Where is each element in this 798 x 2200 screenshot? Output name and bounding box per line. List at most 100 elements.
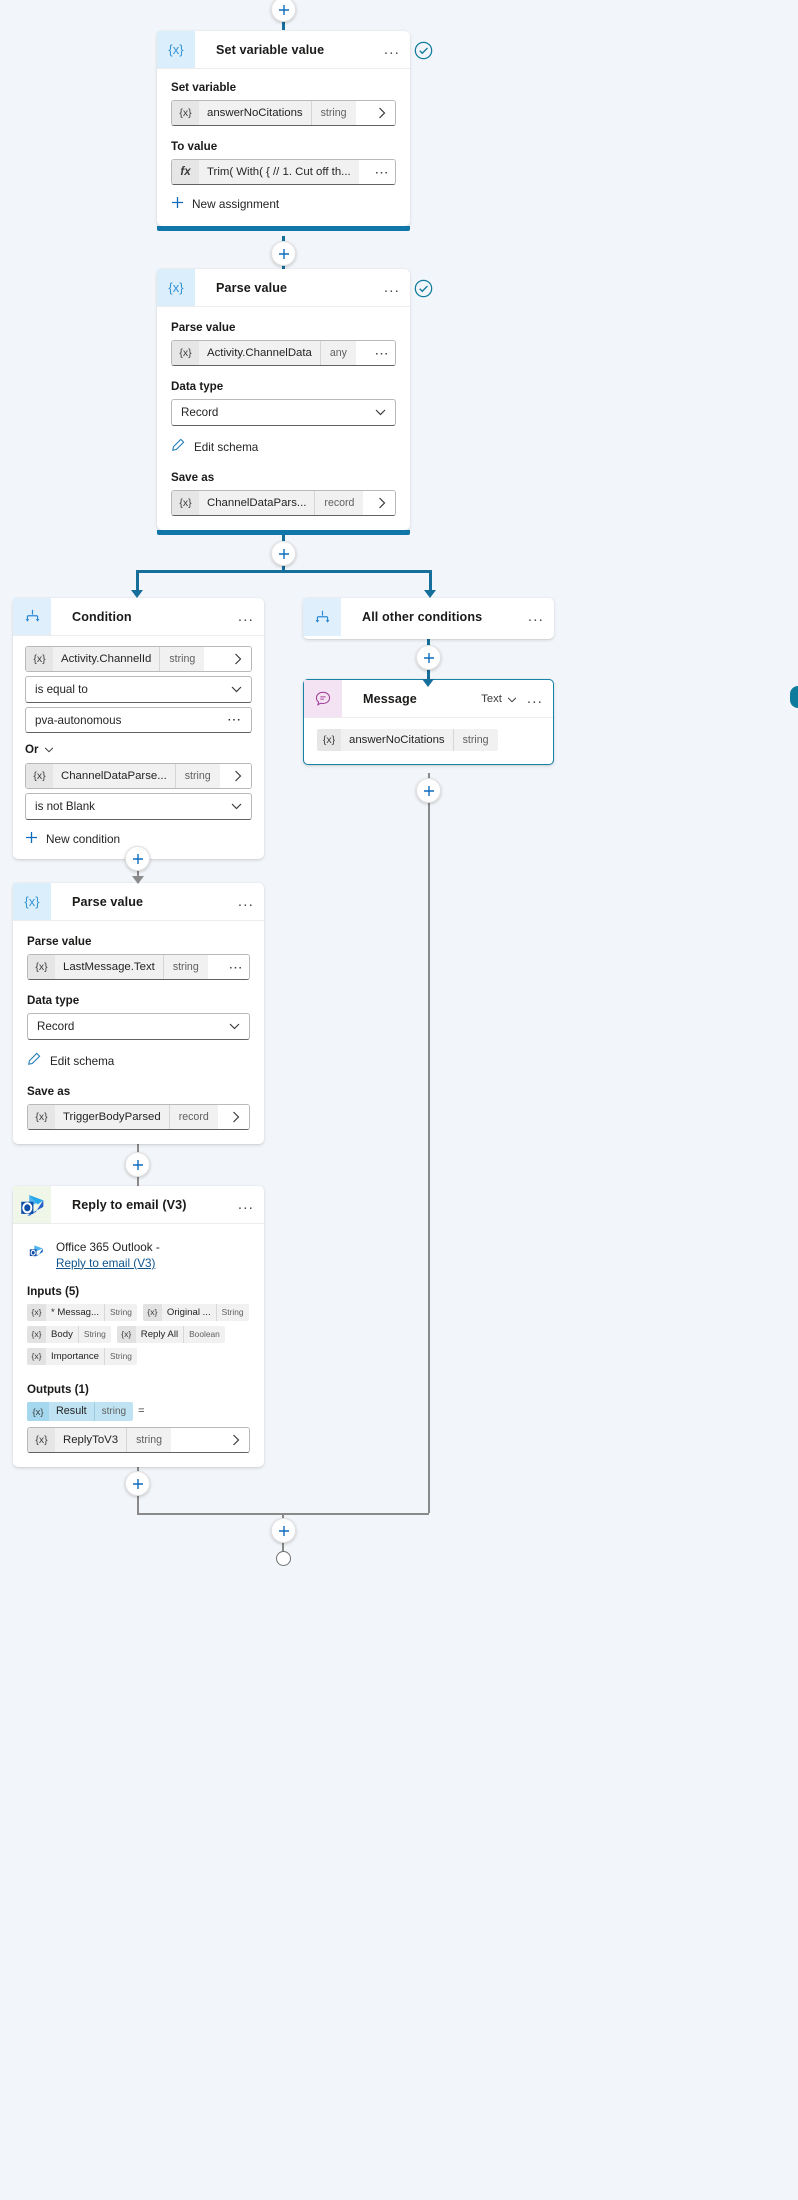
condition-value-more-options[interactable]: ⋯ [227, 710, 242, 727]
output-target-field[interactable]: {x} ReplyToV3 string [27, 1426, 250, 1453]
node-parse-value-1[interactable]: {x} Parse value ... Parse value {x} Acti… [157, 269, 410, 535]
add-step-button-2[interactable] [271, 541, 296, 566]
chevron-right-icon[interactable] [369, 101, 395, 125]
data-type-value: Record [37, 1020, 75, 1033]
node-more-options[interactable]: ... [527, 608, 544, 625]
new-condition-button[interactable]: New condition [25, 831, 252, 847]
output-chip[interactable]: {x} Result string [27, 1401, 134, 1421]
node-more-options[interactable]: ... [383, 278, 400, 296]
inputs-chip-list: {x} * Messag... String {x} Original ... … [27, 1303, 250, 1365]
parse-value-token: Activity.ChannelData [207, 347, 312, 359]
parse-value-token: LastMessage.Text [63, 961, 155, 973]
node-more-options[interactable]: ... [383, 40, 400, 58]
add-step-button-message[interactable] [416, 778, 441, 803]
condition-operand-2[interactable]: {x} ChannelDataParse... string [25, 763, 252, 789]
edit-schema-button[interactable]: Edit schema [171, 438, 396, 457]
node-more-options[interactable]: ... [237, 892, 254, 910]
chevron-right-icon[interactable] [223, 1105, 249, 1129]
node-message[interactable]: Message Text ... {x} answerNoCitations s… [303, 679, 554, 765]
save-as-field[interactable]: {x} ChannelDataPars... record [171, 490, 396, 516]
node-set-variable-value[interactable]: {x} Set variable value ... Set variable … [157, 31, 410, 231]
data-type-select[interactable]: Record [171, 399, 396, 426]
variable-icon: {x} [157, 269, 195, 306]
node-header[interactable]: Condition ... [13, 598, 264, 636]
condition-operand-1[interactable]: {x} Activity.ChannelId string [25, 646, 252, 672]
parse-value-field[interactable]: {x} LastMessage.Text string ⋯ [27, 954, 250, 980]
add-step-button-top[interactable] [271, 0, 296, 22]
input-name: Original ... [166, 1306, 211, 1318]
new-assignment-button[interactable]: New assignment [171, 196, 396, 212]
data-type-label: Data type [27, 994, 80, 1007]
parse-value-more-options[interactable]: ⋯ [223, 955, 249, 979]
parse-value-field[interactable]: {x} Activity.ChannelData any ⋯ [171, 340, 396, 366]
message-icon [304, 680, 342, 717]
node-body: Office 365 Outlook - Reply to email (V3)… [13, 1224, 264, 1467]
chevron-right-icon[interactable] [225, 764, 251, 788]
condition-token-2: ChannelDataParse... [61, 770, 167, 782]
chevron-right-icon[interactable] [369, 491, 395, 515]
connector-reference-text: Office 365 Outlook - Reply to email (V3) [56, 1240, 160, 1272]
add-step-button-pv2[interactable] [125, 1152, 150, 1177]
node-title: Reply to email (V3) [72, 1197, 187, 1212]
condition-operator-1[interactable]: is equal to [25, 676, 252, 703]
node-parse-value-2[interactable]: {x} Parse value ... Parse value {x} Last… [13, 883, 264, 1144]
node-header[interactable]: {x} Parse value ... [157, 269, 410, 307]
condition-logic-operator[interactable]: Or [25, 740, 252, 758]
input-chip[interactable]: {x} Body String [27, 1325, 111, 1343]
input-chip[interactable]: {x} Importance String [27, 1347, 137, 1365]
add-step-button-reply[interactable] [125, 1471, 150, 1496]
node-reply-to-email[interactable]: Reply to email (V3) ... Office 365 Outlo… [13, 1186, 264, 1467]
outlook-small-icon [27, 1240, 47, 1265]
node-title: Parse value [216, 280, 288, 295]
condition-value-1[interactable]: pva-autonomous ⋯ [25, 707, 252, 733]
new-condition-label: New condition [46, 832, 121, 846]
save-as-field[interactable]: {x} TriggerBodyParsed record [27, 1104, 250, 1130]
add-step-button-merge[interactable] [271, 1518, 296, 1543]
connector-action-link[interactable]: Reply to email (V3) [56, 1256, 156, 1270]
add-step-button-aoc[interactable] [416, 645, 441, 670]
node-condition[interactable]: Condition ... {x} Activity.ChannelId str… [13, 598, 264, 859]
output-type: string [93, 1401, 133, 1421]
input-name: Importance [51, 1350, 99, 1362]
condition-operator-2[interactable]: is not Blank [25, 793, 252, 820]
variable-icon-glyph: {x} [24, 894, 40, 909]
node-header[interactable]: {x} Set variable value ... [157, 31, 410, 69]
node-body: {x} answerNoCitations string [304, 718, 553, 764]
chevron-down-icon [231, 800, 242, 813]
chevron-down-icon [229, 1020, 240, 1033]
branch-left-drop [136, 570, 139, 592]
variable-picker[interactable]: {x} answerNoCitations string [171, 100, 396, 126]
node-header[interactable]: Message Text ... [304, 680, 553, 718]
input-chip[interactable]: {x} Reply All Boolean [116, 1325, 225, 1343]
input-chip[interactable]: {x} * Messag... String [27, 1303, 137, 1321]
chevron-down-icon [44, 740, 54, 758]
node-header[interactable]: {x} Parse value ... [13, 883, 264, 921]
node-header[interactable]: All other conditions ... [303, 598, 554, 636]
node-more-options[interactable]: ... [237, 607, 254, 625]
connector-end [282, 1541, 284, 1553]
node-more-options[interactable]: ... [237, 1195, 254, 1213]
edit-schema-button[interactable]: Edit schema [27, 1052, 250, 1071]
variable-icon-glyph: {x} [168, 280, 184, 295]
chevron-right-icon[interactable] [225, 647, 251, 671]
message-token[interactable]: {x} answerNoCitations string [317, 729, 498, 751]
connector-message-down [428, 773, 430, 1513]
data-type-select[interactable]: Record [27, 1013, 250, 1040]
input-chip[interactable]: {x} Original ... String [142, 1303, 249, 1321]
node-body: Parse value {x} Activity.ChannelData any… [157, 307, 410, 530]
to-value-expression-field[interactable]: fx Trim( With( { // 1. Cut off th... ⋯ [171, 159, 396, 185]
parse-value-type: any [319, 341, 356, 365]
connector-name: Office 365 Outlook - [56, 1241, 160, 1254]
chevron-down-icon [507, 690, 517, 708]
expression-more-options[interactable]: ⋯ [369, 160, 395, 184]
token-icon: {x} [116, 1325, 136, 1343]
add-step-button-1[interactable] [271, 241, 296, 266]
message-mode-select[interactable]: Text [481, 690, 517, 708]
parse-value-more-options[interactable]: ⋯ [369, 341, 395, 365]
node-more-options[interactable]: ... [526, 689, 543, 707]
node-header[interactable]: Reply to email (V3) ... [13, 1186, 264, 1224]
node-all-other-conditions[interactable]: All other conditions ... [303, 598, 554, 639]
chevron-right-icon[interactable] [223, 1427, 249, 1452]
add-step-button-condition[interactable] [125, 846, 150, 871]
